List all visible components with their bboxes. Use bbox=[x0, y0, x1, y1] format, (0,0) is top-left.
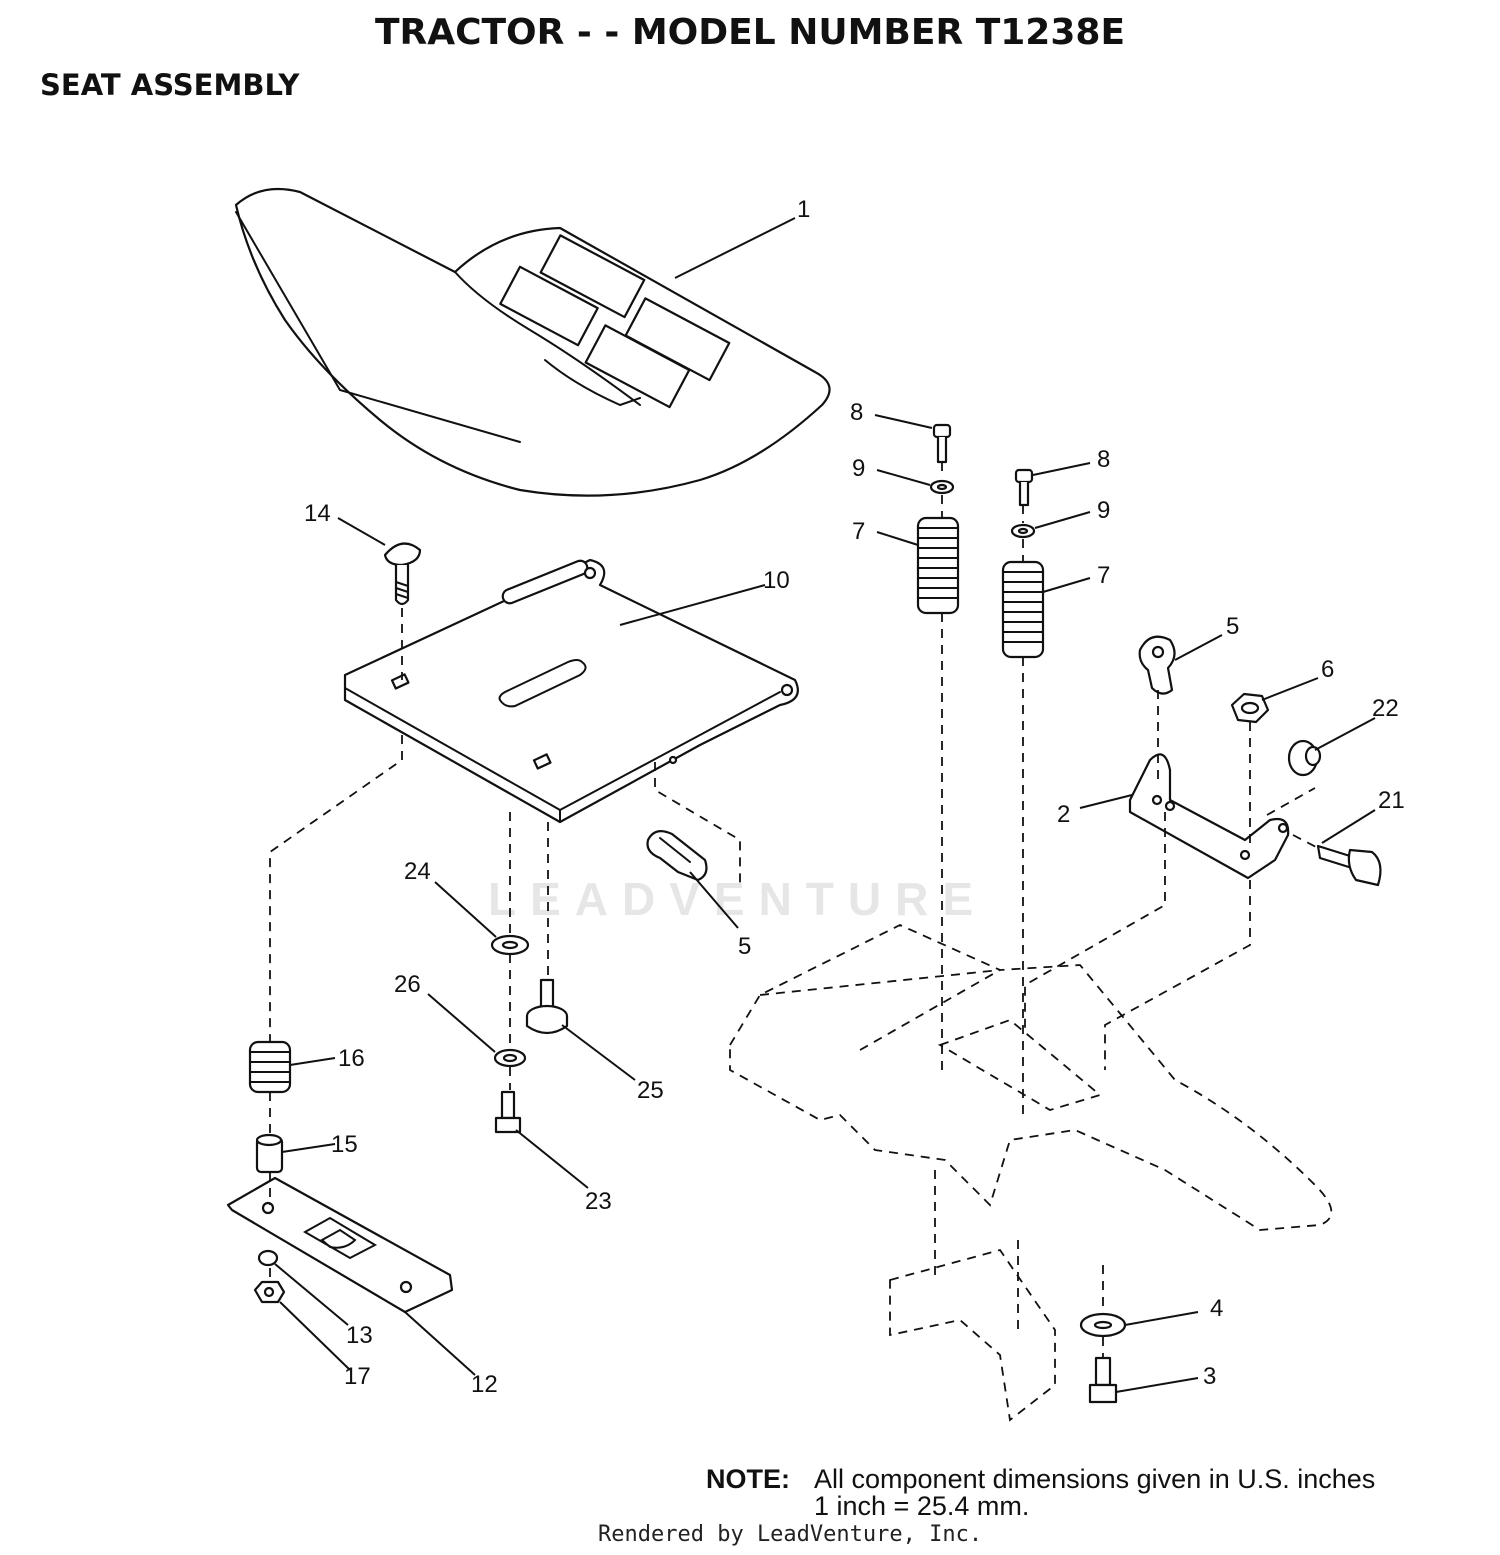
callout-16: 16 bbox=[338, 1045, 365, 1072]
part-slide-plate[interactable] bbox=[226, 1176, 454, 1314]
page-title: TRACTOR - - MODEL NUMBER T1238E bbox=[374, 12, 1126, 53]
callout-21: 21 bbox=[1378, 787, 1405, 814]
part-shoulder-screw[interactable] bbox=[525, 978, 569, 1035]
callout-9-right: 9 bbox=[1097, 497, 1110, 524]
callout-6: 6 bbox=[1321, 656, 1334, 683]
callout-13: 13 bbox=[346, 1322, 373, 1349]
callout-8-right: 8 bbox=[1097, 446, 1110, 473]
callout-10: 10 bbox=[763, 567, 790, 594]
part-lock-washer[interactable] bbox=[493, 1048, 527, 1068]
part-spacer[interactable] bbox=[1287, 739, 1322, 777]
callout-3: 3 bbox=[1203, 1363, 1216, 1390]
section-title: SEAT ASSEMBLY bbox=[40, 68, 300, 102]
callout-9-left: 9 bbox=[852, 455, 865, 482]
callout-5-upper: 5 bbox=[1226, 613, 1239, 640]
part-seat-pan[interactable] bbox=[343, 558, 799, 824]
callout-15: 15 bbox=[331, 1131, 358, 1158]
part-hex-nut[interactable] bbox=[253, 1280, 286, 1304]
callout-26: 26 bbox=[394, 971, 421, 998]
callout-14: 14 bbox=[304, 500, 331, 527]
part-seat[interactable] bbox=[234, 187, 831, 497]
part-bracket[interactable] bbox=[1128, 753, 1290, 880]
assembly-guides bbox=[269, 462, 1319, 1358]
callout-23: 23 bbox=[585, 1188, 612, 1215]
part-carriage-bolt[interactable] bbox=[383, 542, 422, 606]
callout-labels: 1 10 14 8 9 7 8 9 7 5 6 22 21 2 5 24 26 … bbox=[304, 196, 1405, 1398]
callout-22: 22 bbox=[1372, 695, 1399, 722]
part-spring-left[interactable] bbox=[916, 516, 960, 615]
callout-1: 1 bbox=[797, 196, 810, 223]
callout-12: 12 bbox=[471, 1371, 498, 1398]
callout-7-left: 7 bbox=[852, 518, 865, 545]
watermark-logo: LEADVENTURE bbox=[488, 873, 988, 925]
callout-17: 17 bbox=[344, 1363, 371, 1390]
leader-lines bbox=[274, 217, 1376, 1393]
part-clip-upper[interactable] bbox=[1138, 635, 1176, 695]
part-bushing[interactable] bbox=[255, 1133, 284, 1174]
note-line-1: All component dimensions given in U.S. i… bbox=[814, 1464, 1376, 1494]
part-nut[interactable] bbox=[257, 1249, 279, 1267]
part-hex-bolt[interactable] bbox=[494, 1090, 522, 1134]
part-lock-nut[interactable] bbox=[1230, 692, 1270, 724]
callout-24: 24 bbox=[404, 858, 431, 885]
part-washer-left[interactable] bbox=[929, 479, 955, 495]
callout-8-left: 8 bbox=[850, 399, 863, 426]
part-washer-right[interactable] bbox=[1010, 523, 1036, 539]
fender-reference bbox=[729, 924, 1333, 1422]
part-compression-spring[interactable] bbox=[248, 1040, 292, 1094]
footer-credit: Rendered by LeadVenture, Inc. bbox=[598, 1522, 983, 1547]
note-line-2: 1 inch = 25.4 mm. bbox=[814, 1491, 1030, 1521]
callout-25: 25 bbox=[637, 1077, 664, 1104]
note-label: NOTE: bbox=[706, 1464, 790, 1494]
part-screw-left[interactable] bbox=[932, 423, 952, 464]
callout-4: 4 bbox=[1210, 1295, 1223, 1322]
part-screw-right[interactable] bbox=[1014, 468, 1034, 507]
callout-2: 2 bbox=[1057, 801, 1070, 828]
callout-5-lower: 5 bbox=[738, 933, 751, 960]
part-shoulder-bolt[interactable] bbox=[1316, 844, 1382, 887]
dimension-note: NOTE: All component dimensions given in U… bbox=[706, 1466, 1375, 1520]
part-spring-right[interactable] bbox=[1001, 560, 1045, 659]
callout-7-right: 7 bbox=[1097, 562, 1110, 589]
part-cap-screw[interactable] bbox=[1088, 1356, 1118, 1404]
part-washer-large[interactable] bbox=[1079, 1312, 1127, 1338]
part-flat-washer[interactable] bbox=[490, 934, 530, 956]
part-clip-lower[interactable] bbox=[646, 829, 708, 882]
